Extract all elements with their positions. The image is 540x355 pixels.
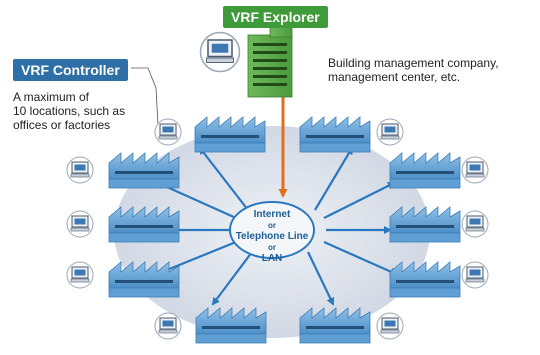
network-or-text: or bbox=[268, 243, 276, 252]
computer-icon bbox=[461, 156, 489, 184]
factory-building-icon bbox=[108, 261, 180, 298]
site-left-1 bbox=[154, 116, 266, 153]
factory-building-icon bbox=[108, 206, 180, 243]
computer-icon bbox=[66, 210, 94, 238]
vrf-explorer-label: VRF Explorer bbox=[223, 6, 328, 28]
computer-icon bbox=[199, 31, 241, 73]
factory-building-icon bbox=[194, 116, 266, 153]
network-type-label: Internet or Telephone Line or LAN bbox=[228, 209, 316, 264]
site-right-1 bbox=[299, 116, 404, 153]
controller-note-line-2: 10 locations, such as bbox=[13, 104, 126, 118]
office-building-icon bbox=[247, 24, 293, 98]
factory-building-icon bbox=[299, 116, 371, 153]
controller-note-line-3: offices or factories bbox=[13, 118, 111, 132]
computer-icon bbox=[154, 118, 182, 146]
network-telephone-text: Telephone Line bbox=[235, 231, 309, 242]
spoke-arrow bbox=[211, 251, 253, 306]
spoke-arrow bbox=[323, 182, 396, 219]
controller-callout-line bbox=[131, 67, 159, 126]
spoke-arrow bbox=[314, 146, 354, 211]
computer-icon bbox=[461, 261, 489, 289]
site-right-2 bbox=[389, 152, 489, 189]
spoke-arrow bbox=[198, 146, 249, 211]
vrf-controller-label: VRF Controller bbox=[13, 59, 128, 81]
spoke-arrow bbox=[155, 240, 237, 276]
factory-building-icon bbox=[389, 206, 461, 243]
building-management-note: Building management company, management … bbox=[328, 56, 538, 84]
computer-icon bbox=[376, 118, 404, 146]
factory-building-icon bbox=[389, 261, 461, 298]
computer-icon bbox=[66, 156, 94, 184]
spoke-arrows bbox=[155, 146, 398, 306]
computer-icon bbox=[154, 312, 182, 340]
computer-icon bbox=[376, 312, 404, 340]
factory-building-icon bbox=[108, 152, 180, 189]
site-left-2 bbox=[66, 152, 180, 189]
factory-building-icon bbox=[195, 307, 267, 344]
building-note-line-2: management center, etc. bbox=[328, 70, 461, 84]
network-hub bbox=[229, 201, 315, 259]
network-lan-text: LAN bbox=[261, 253, 283, 264]
building-note-line-1: Building management company, bbox=[328, 56, 499, 70]
spoke-arrow bbox=[156, 181, 237, 220]
factory-building-icon bbox=[299, 307, 371, 344]
network-internet-text: Internet bbox=[253, 209, 291, 220]
factory-building-icon bbox=[389, 152, 461, 189]
computer-icon bbox=[66, 261, 94, 289]
controller-locations-note: A maximum of 10 locations, such as offic… bbox=[13, 90, 153, 132]
spoke-arrow bbox=[323, 240, 398, 276]
computer-icon bbox=[461, 210, 489, 238]
network-or-text: or bbox=[268, 221, 276, 230]
controller-note-line-1: A maximum of bbox=[13, 90, 90, 104]
spoke-arrow bbox=[307, 251, 335, 306]
